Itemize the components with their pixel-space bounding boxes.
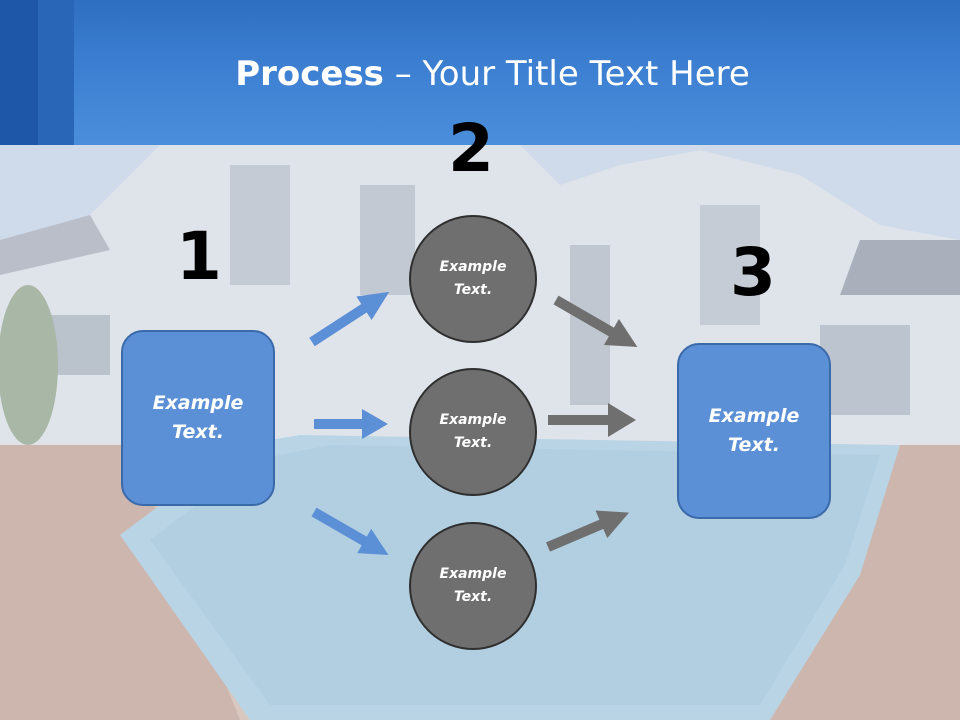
circle-text-line1: Example [439, 412, 507, 428]
step-number-2: 2 [448, 110, 494, 187]
circle-text: Example Text. [423, 409, 523, 455]
circle-text-line2: Text. [453, 589, 493, 605]
circle-text-line2: Text. [453, 435, 493, 451]
box-text-line2: Text. [728, 434, 780, 456]
slide-title: Process – Your Title Text Here [0, 52, 960, 96]
circle-text-line1: Example [439, 259, 507, 275]
circle-text: Example Text. [423, 256, 523, 302]
circle-text-line2: Text. [453, 282, 493, 298]
process-circle-bottom: Example Text. [409, 522, 537, 650]
title-bold: Process [235, 54, 384, 94]
box-text: Example Text. [138, 389, 258, 447]
title-rest: – Your Title Text Here [383, 54, 750, 94]
box-text-line1: Example [152, 392, 244, 414]
box-text-line2: Text. [172, 421, 224, 443]
step-number-1: 1 [176, 218, 222, 295]
step-number-3: 3 [730, 234, 776, 311]
header-band [0, 0, 960, 145]
header-accent-stripe [0, 0, 38, 145]
process-box-end: Example Text. [677, 343, 831, 519]
box-text: Example Text. [694, 402, 814, 460]
circle-text-line1: Example [439, 566, 507, 582]
process-circle-middle: Example Text. [409, 368, 537, 496]
circle-text: Example Text. [423, 563, 523, 609]
box-text-line1: Example [708, 405, 800, 427]
header-accent-stripe [38, 0, 74, 145]
process-box-start: Example Text. [121, 330, 275, 506]
process-circle-top: Example Text. [409, 215, 537, 343]
